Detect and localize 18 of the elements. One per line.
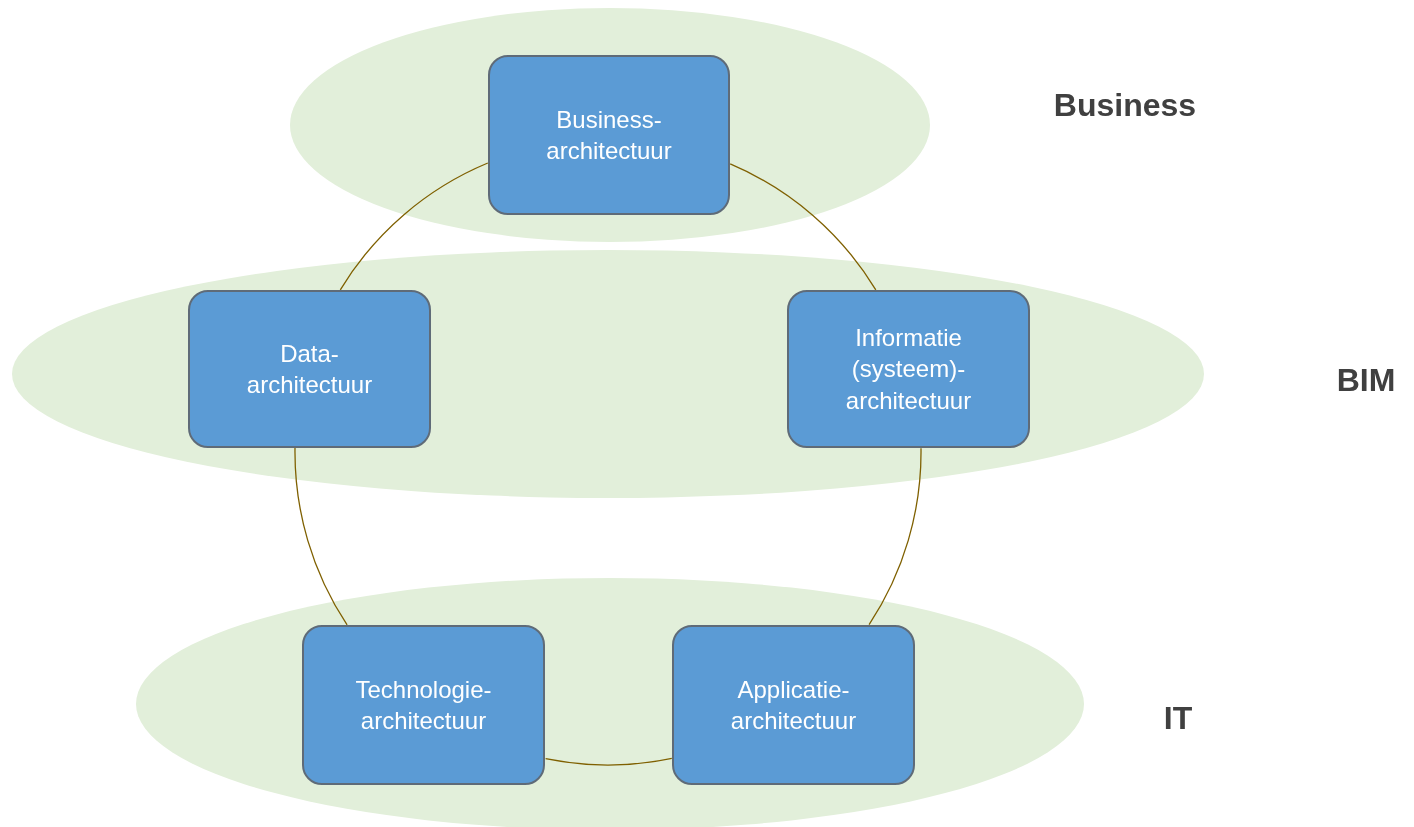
- architecture-box: [302, 625, 545, 785]
- box-label: Applicatie- architectuur: [729, 674, 858, 736]
- box-label: Business- architectuur: [545, 104, 673, 166]
- connector-arc: [544, 757, 673, 766]
- box-label: Technologie- architectuur: [354, 674, 493, 736]
- layer-label: Business: [1053, 86, 1197, 124]
- layer-label: IT: [1163, 699, 1193, 737]
- box-label: Data- architectuur: [245, 338, 374, 400]
- architecture-box: [787, 290, 1030, 448]
- connector-arc: [294, 447, 348, 626]
- layer-label: BIM: [1336, 361, 1396, 399]
- architecture-box: [672, 625, 915, 785]
- box-label: Informatie (systeem)- architectuur: [844, 323, 973, 416]
- connector-arc: [868, 447, 922, 626]
- architecture-box: [488, 55, 730, 215]
- connector-arc: [339, 162, 489, 291]
- connector-arc: [729, 163, 877, 291]
- architecture-box: [188, 290, 431, 448]
